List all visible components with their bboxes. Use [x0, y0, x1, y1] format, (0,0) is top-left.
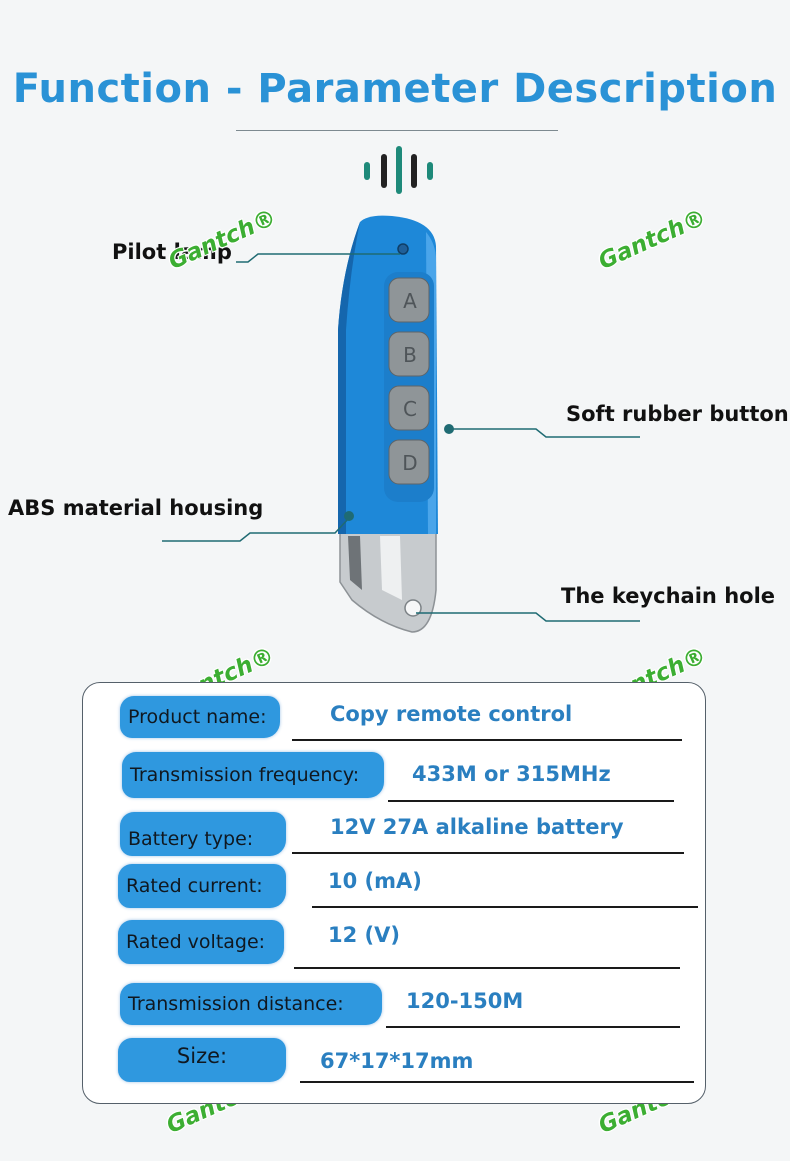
- pilot-lamp-dot: [397, 243, 409, 255]
- remote-button-letter: D: [402, 451, 417, 475]
- remote-buttons: A B C D: [388, 277, 430, 485]
- keychain-hole: [404, 599, 422, 617]
- remote-button-letter: A: [403, 289, 417, 313]
- housing-connector-dot: [344, 511, 354, 521]
- spec-label: Transmission frequency:: [122, 752, 384, 798]
- spec-underline: [300, 1081, 694, 1083]
- remote-button-letter: B: [403, 343, 417, 367]
- remote-button-c: [388, 385, 430, 431]
- spec-value: 10 (mA): [328, 869, 422, 893]
- spec-underline: [312, 906, 698, 908]
- spec-underline: [388, 800, 674, 802]
- spec-underline: [292, 739, 682, 741]
- spec-value: 120-150M: [406, 989, 524, 1013]
- abs-housing-label: ABS material housing: [8, 496, 264, 520]
- soft-rubber-button-label: Soft rubber button: [566, 402, 789, 426]
- product-illustration: A B C D: [162, 146, 640, 633]
- spec-underline: [294, 967, 680, 969]
- connector-lines: [162, 253, 640, 622]
- pilot-lamp-label: Pilot lamp: [112, 240, 232, 264]
- spec-underline: [292, 852, 684, 854]
- remote-button-letter: C: [403, 397, 417, 421]
- spec-value: 67*17*17mm: [320, 1049, 474, 1073]
- remote-button-b: [388, 331, 430, 377]
- spec-value: 433M or 315MHz: [412, 762, 611, 786]
- spec-value: 12 (V): [328, 923, 400, 947]
- remote-button-a: [388, 277, 430, 323]
- spec-label: Size:: [118, 1038, 286, 1082]
- spec-label: Transmission distance:: [120, 983, 382, 1025]
- button-connector-dot: [444, 424, 454, 434]
- spec-value: Copy remote control: [330, 702, 573, 726]
- spec-value: 12V 27A alkaline battery: [330, 815, 624, 839]
- remote-button-d: [388, 439, 430, 485]
- spec-label: Product name:: [120, 696, 280, 738]
- spec-underline: [386, 1026, 680, 1028]
- keychain-hole-label: The keychain hole: [561, 584, 776, 608]
- spec-label: Rated current:: [118, 864, 286, 908]
- title-divider: [236, 130, 558, 131]
- spec-label: Battery type:: [120, 812, 286, 856]
- sound-wave-icon: [364, 146, 433, 194]
- page-title: Function - Parameter Description: [12, 66, 778, 112]
- spec-label: Rated voltage:: [118, 920, 284, 964]
